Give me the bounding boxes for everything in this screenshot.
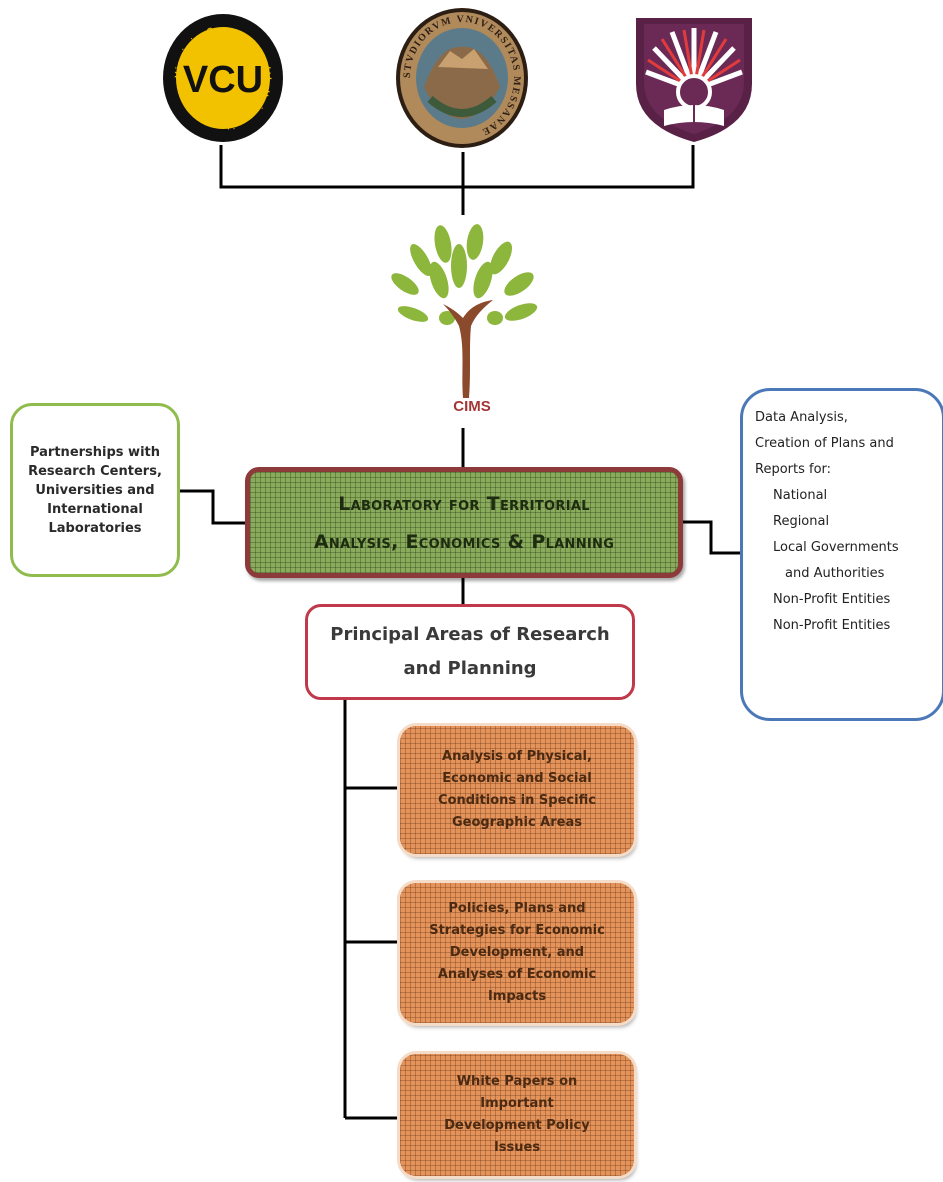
services-item: Regional (773, 514, 830, 529)
area-box-physical-analysis: Analysis of Physical, Economic and Socia… (400, 726, 634, 854)
area-text-line: Strategies for Economic (429, 923, 605, 938)
services-item: National (773, 488, 828, 503)
principal-areas-line2: and Planning (403, 658, 537, 679)
services-box: Data Analysis, Creation of Plans and Rep… (740, 388, 943, 721)
partnerships-box: Partnerships with Research Centers, Univ… (10, 403, 180, 577)
vcu-logo-text: VCU (183, 59, 263, 101)
area-text-line: Analysis of Physical, (442, 749, 592, 764)
partnerships-line: Research Centers, (28, 463, 162, 479)
logos-bracket (219, 145, 695, 189)
laboratory-title-line1: Laboratory for Territorial (338, 492, 590, 515)
cims-label: CIMS (453, 398, 491, 415)
services-intro-line: Data Analysis, (755, 410, 848, 425)
principal-areas-box: Principal Areas of Research and Planning (305, 604, 635, 700)
cordoba-shield-logo (632, 14, 756, 144)
vcu-logo: Virginia Commonwealth University VCU (161, 12, 285, 144)
services-item: Non-Profit Entities (773, 618, 891, 633)
area-text-line: Development, and (449, 945, 585, 960)
services-intro-line: Reports for: (755, 462, 832, 477)
principal-areas-line1: Principal Areas of Research (330, 624, 610, 645)
partnerships-line: Partnerships with (29, 444, 160, 460)
area-text-line: Development Policy (444, 1118, 590, 1133)
area-text-line: White Papers on (456, 1074, 578, 1089)
area-text-line: Impacts (487, 989, 547, 1004)
cims-tree-logo (383, 222, 548, 400)
laboratory-box: Laboratory for Territorial Analysis, Eco… (245, 467, 683, 578)
area-text-line: Economic and Social (442, 771, 592, 786)
partnerships-line: Universities and (35, 482, 155, 498)
area-box-white-papers: White Papers on Important Development Po… (400, 1054, 634, 1176)
services-item-continued: and Authorities (785, 566, 885, 581)
area-text-line: Policies, Plans and (448, 901, 586, 916)
partner-to-lab-line (180, 489, 245, 525)
services-item: Local Governments (773, 540, 899, 555)
area-box-economic-policies: Policies, Plans and Strategies for Econo… (400, 883, 634, 1023)
area-text-line: Geographic Areas (452, 815, 582, 830)
area-text-line: Issues (493, 1140, 541, 1155)
area-text-line: Analyses of Economic (437, 967, 597, 982)
partnerships-line: International (47, 501, 143, 517)
lab-to-services-line (683, 520, 740, 555)
services-intro-line: Creation of Plans and (755, 436, 894, 451)
messina-seal-logo: STVDIORVM VNIVERSITAS MESSANAE (394, 7, 530, 149)
area-text-line: Important (480, 1096, 554, 1111)
services-item: Non-Profit Entities (773, 592, 891, 607)
laboratory-title-line2: Analysis, Economics & Planning (313, 530, 615, 553)
area-text-line: Conditions in Specific (438, 793, 596, 808)
partnerships-line: Laboratories (48, 520, 142, 536)
